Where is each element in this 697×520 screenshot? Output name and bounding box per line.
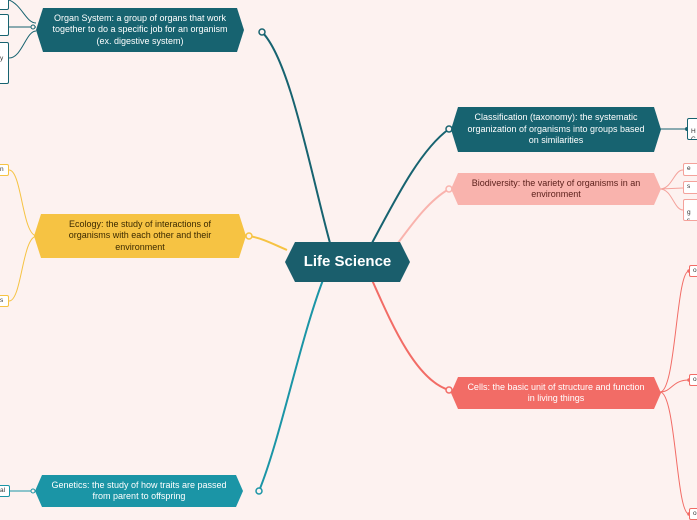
topic-ecology-label: Ecology: the study of interactions of or… xyxy=(68,218,212,252)
topic-organ-system[interactable]: Organ System: a group of organs that wor… xyxy=(36,8,244,52)
sub-ecology-1 xyxy=(8,169,38,237)
topic-classification-label: Classification (taxonomy): the systemati… xyxy=(467,112,645,146)
sub-biodiversity-3 xyxy=(659,188,684,211)
dot-cells xyxy=(445,386,453,394)
topic-biodiversity[interactable]: Biodiversity: the variety of organisms i… xyxy=(451,173,661,205)
leaf-ecology-1-label: n xyxy=(0,166,4,173)
dot-classification xyxy=(445,125,453,133)
sub-biodiversity-2 xyxy=(659,187,684,190)
leaf-organ-2[interactable] xyxy=(0,14,9,36)
topic-biodiversity-label: Biodiversity: the variety of organisms i… xyxy=(471,177,641,199)
leaf-biodiversity-1[interactable]: e xyxy=(683,163,697,176)
sub-organ-3 xyxy=(8,30,37,59)
leaf-biodiversity-2[interactable]: s xyxy=(683,181,697,194)
sub-organ-1 xyxy=(8,0,37,24)
leaf-cells-3-label: o xyxy=(693,510,697,517)
leaf-classification-1-label: H C xyxy=(691,128,696,140)
leaf-genetics-1[interactable]: al xyxy=(0,485,10,497)
dot-organ-system xyxy=(258,28,266,36)
leaf-cells-2[interactable]: o xyxy=(689,374,697,386)
dot-ecology xyxy=(245,232,253,240)
leaf-biodiversity-3-label: g s xyxy=(687,209,691,221)
dot-genetics-out xyxy=(30,488,36,494)
leaf-organ-3-label: y xyxy=(0,55,4,62)
leaf-cells-2-label: o xyxy=(693,376,697,383)
central-topic[interactable]: Life Science xyxy=(285,242,410,282)
leaf-ecology-2-label: s xyxy=(0,297,4,304)
leaf-biodiversity-3[interactable]: g s xyxy=(683,199,697,221)
sub-cells-2 xyxy=(659,379,690,393)
leaf-organ-3[interactable]: y xyxy=(0,42,9,84)
branch-ecology xyxy=(248,235,288,251)
leaf-biodiversity-1-label: e xyxy=(687,165,691,172)
topic-classification[interactable]: Classification (taxonomy): the systemati… xyxy=(451,107,661,152)
topic-genetics-label: Genetics: the study of how traits are pa… xyxy=(51,479,227,501)
topic-ecology[interactable]: Ecology: the study of interactions of or… xyxy=(34,214,246,258)
leaf-cells-1-label: o xyxy=(693,267,697,274)
branch-cells xyxy=(371,279,450,391)
branch-classification xyxy=(371,128,450,244)
central-topic-label: Life Science xyxy=(303,253,392,271)
topic-cells-label: Cells: the basic unit of structure and f… xyxy=(467,381,645,403)
topic-organ-system-label: Organ System: a group of organs that wor… xyxy=(52,12,228,46)
leaf-classification-1[interactable]: H C xyxy=(687,118,697,140)
leaf-genetics-1-label: al xyxy=(0,487,6,494)
sub-ecology-2 xyxy=(8,235,38,302)
leaf-biodiversity-2-label: s xyxy=(687,183,691,190)
leaf-organ-1[interactable] xyxy=(0,0,9,10)
leaf-cells-3[interactable]: o xyxy=(689,508,697,520)
branch-biodiversity xyxy=(397,188,450,244)
topic-genetics[interactable]: Genetics: the study of how traits are pa… xyxy=(35,475,243,507)
leaf-ecology-1[interactable]: n xyxy=(0,164,9,176)
leaf-cells-1[interactable]: o xyxy=(689,265,697,277)
branch-organ-system xyxy=(261,31,331,244)
dot-organ-out xyxy=(30,24,36,30)
branch-genetics xyxy=(258,279,324,492)
sub-biodiversity-1 xyxy=(659,169,684,190)
topic-cells[interactable]: Cells: the basic unit of structure and f… xyxy=(451,377,661,409)
sub-cells-3 xyxy=(659,391,690,515)
leaf-ecology-2[interactable]: s xyxy=(0,295,9,307)
sub-cells-1 xyxy=(659,270,690,393)
dot-genetics xyxy=(255,487,263,495)
